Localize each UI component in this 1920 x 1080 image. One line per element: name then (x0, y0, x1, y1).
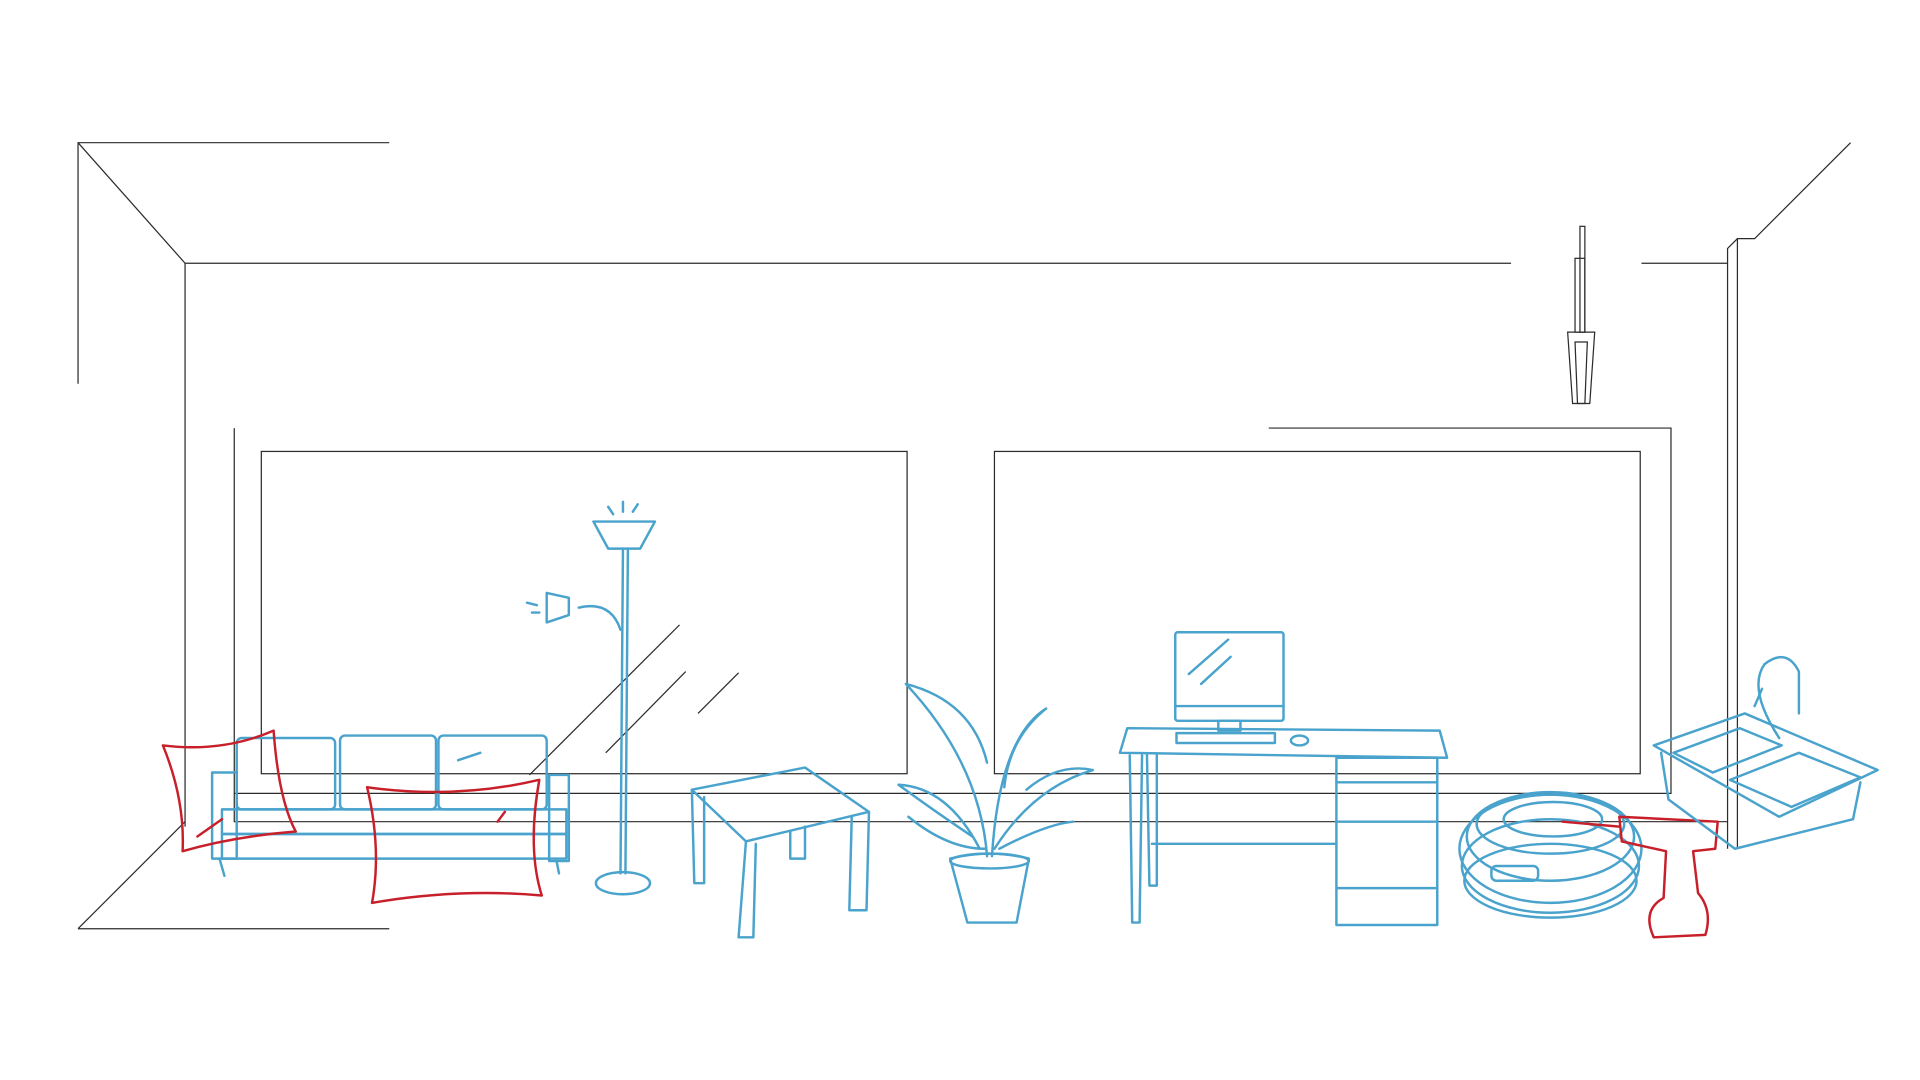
floor-lamp-icon (525, 500, 657, 896)
side-table-icon (690, 766, 871, 939)
desk-icon (1118, 726, 1449, 927)
room-outline (77, 142, 1852, 930)
sink-icon (1652, 655, 1879, 850)
potted-plant-icon (897, 682, 1095, 924)
monitor-icon (1174, 631, 1310, 747)
ceiling-light-icon (1566, 225, 1596, 405)
drill-icon (1561, 815, 1719, 939)
sofa-icon (210, 734, 571, 878)
hose-reel-icon (1458, 790, 1643, 919)
cushion-icon (161, 729, 544, 905)
